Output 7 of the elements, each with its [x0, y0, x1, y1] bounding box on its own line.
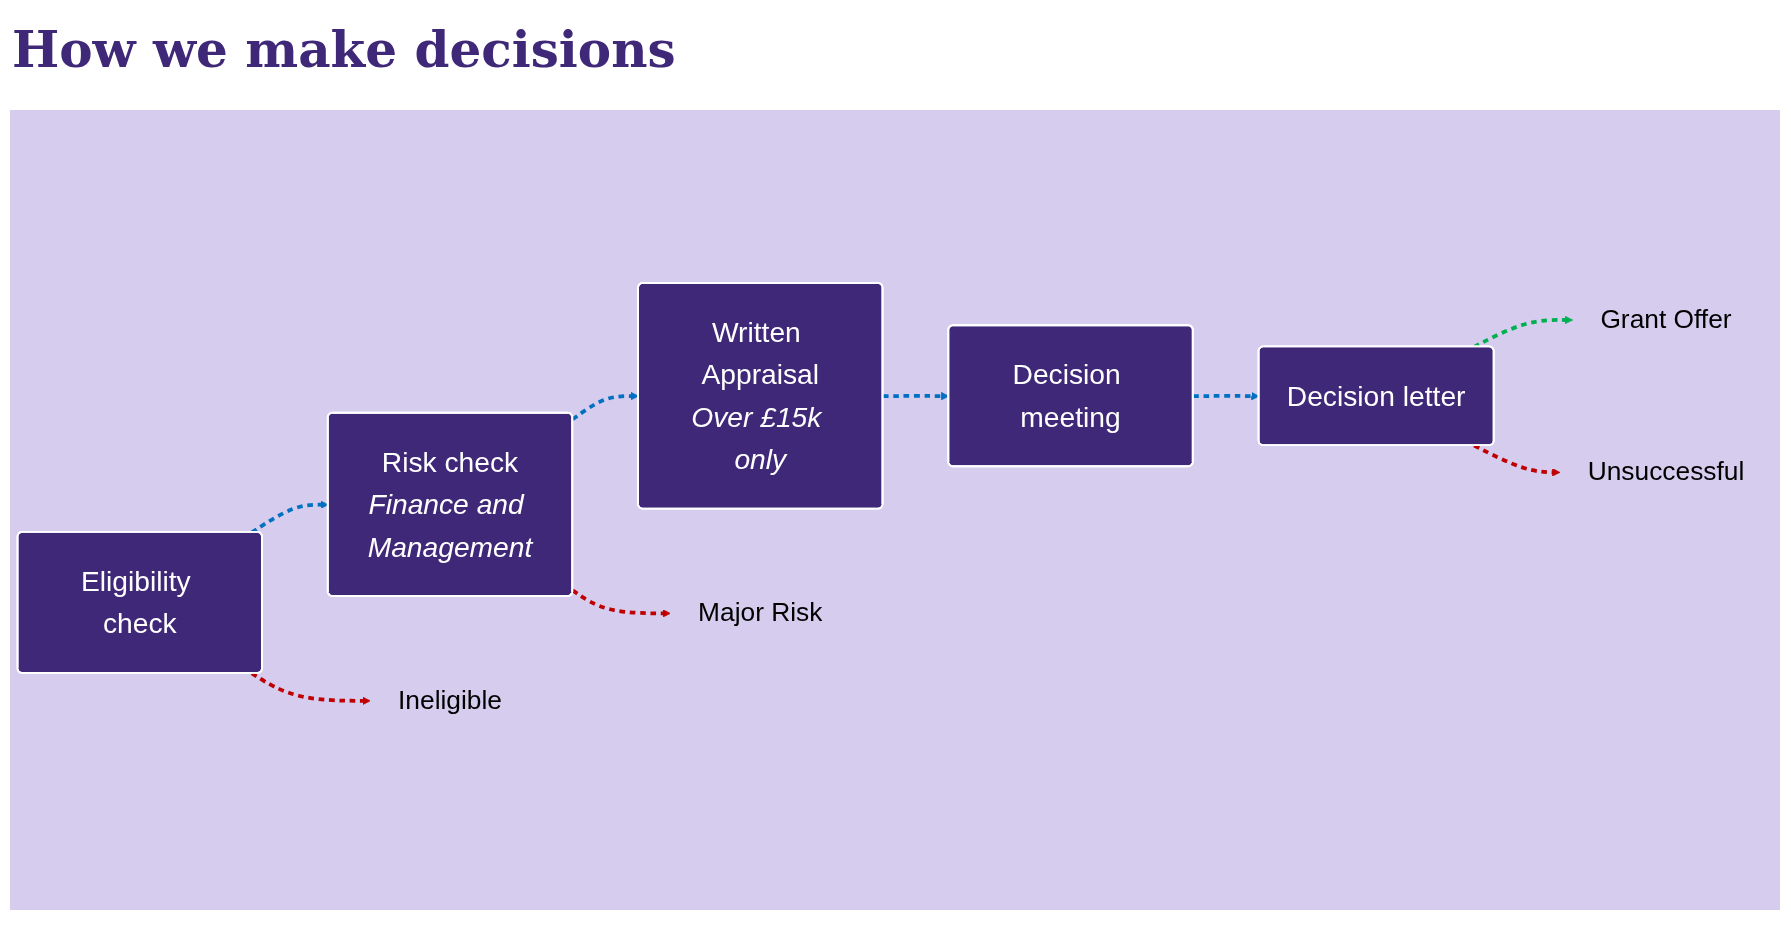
- node-text: Unsuccessful: [1587, 456, 1745, 487]
- node-text: Grant Offer: [1600, 304, 1732, 334]
- node-text: Ineligible: [398, 685, 502, 715]
- arrow: [571, 588, 671, 618]
- arrow: [571, 392, 639, 421]
- arrow: [250, 671, 371, 705]
- node-text: Major Risk: [698, 597, 823, 628]
